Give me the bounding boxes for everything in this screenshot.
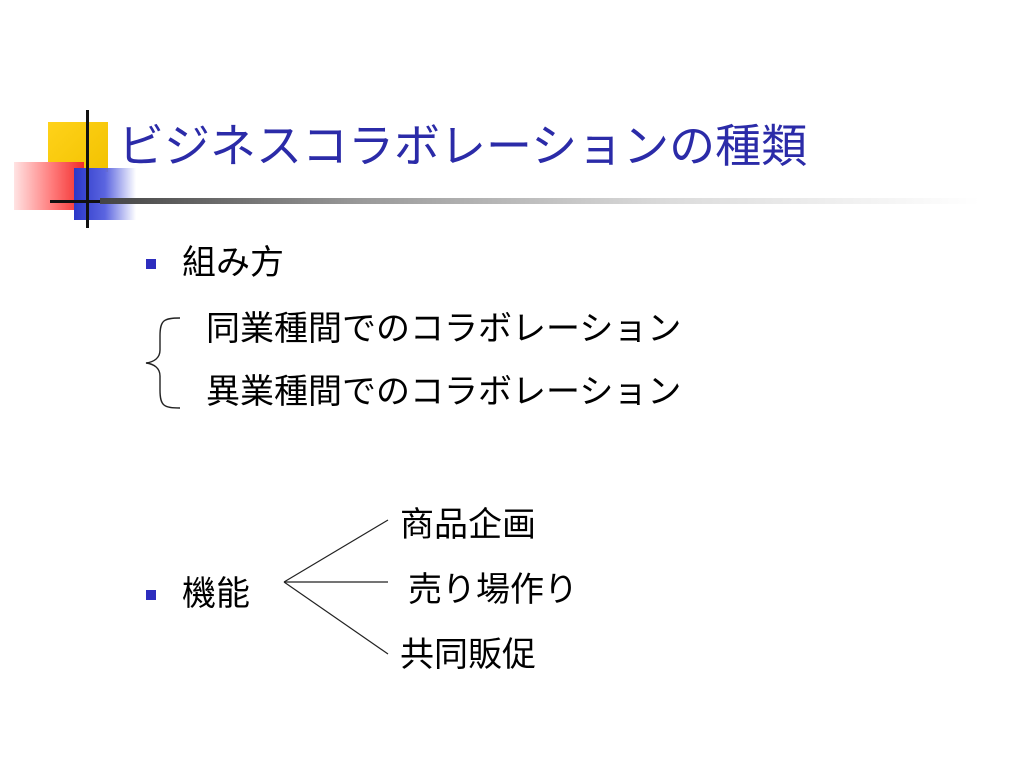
logo-horizontal-line (50, 200, 110, 203)
list-item: 異業種間でのコラボレーション (206, 372, 682, 412)
list-item: 同業種間でのコラボレーション (206, 309, 682, 349)
section-heading-kumikata: 組み方 (182, 243, 284, 283)
slide-title: ビジネスコラボレーションの種類 (118, 119, 808, 173)
function-item: 売り場作り (408, 570, 578, 610)
section-heading-kinou: 機能 (182, 574, 250, 614)
logo-blue-square (74, 168, 136, 220)
bullet-square-icon (146, 590, 156, 600)
curly-brace-icon (145, 317, 181, 409)
logo-vertical-line (86, 110, 89, 228)
function-item: 共同販促 (400, 635, 536, 675)
fan-line-top (283, 519, 389, 583)
fan-line-bottom (283, 581, 389, 655)
title-underline (100, 198, 980, 204)
function-item: 商品企画 (400, 505, 536, 545)
bullet-square-icon (146, 259, 156, 269)
